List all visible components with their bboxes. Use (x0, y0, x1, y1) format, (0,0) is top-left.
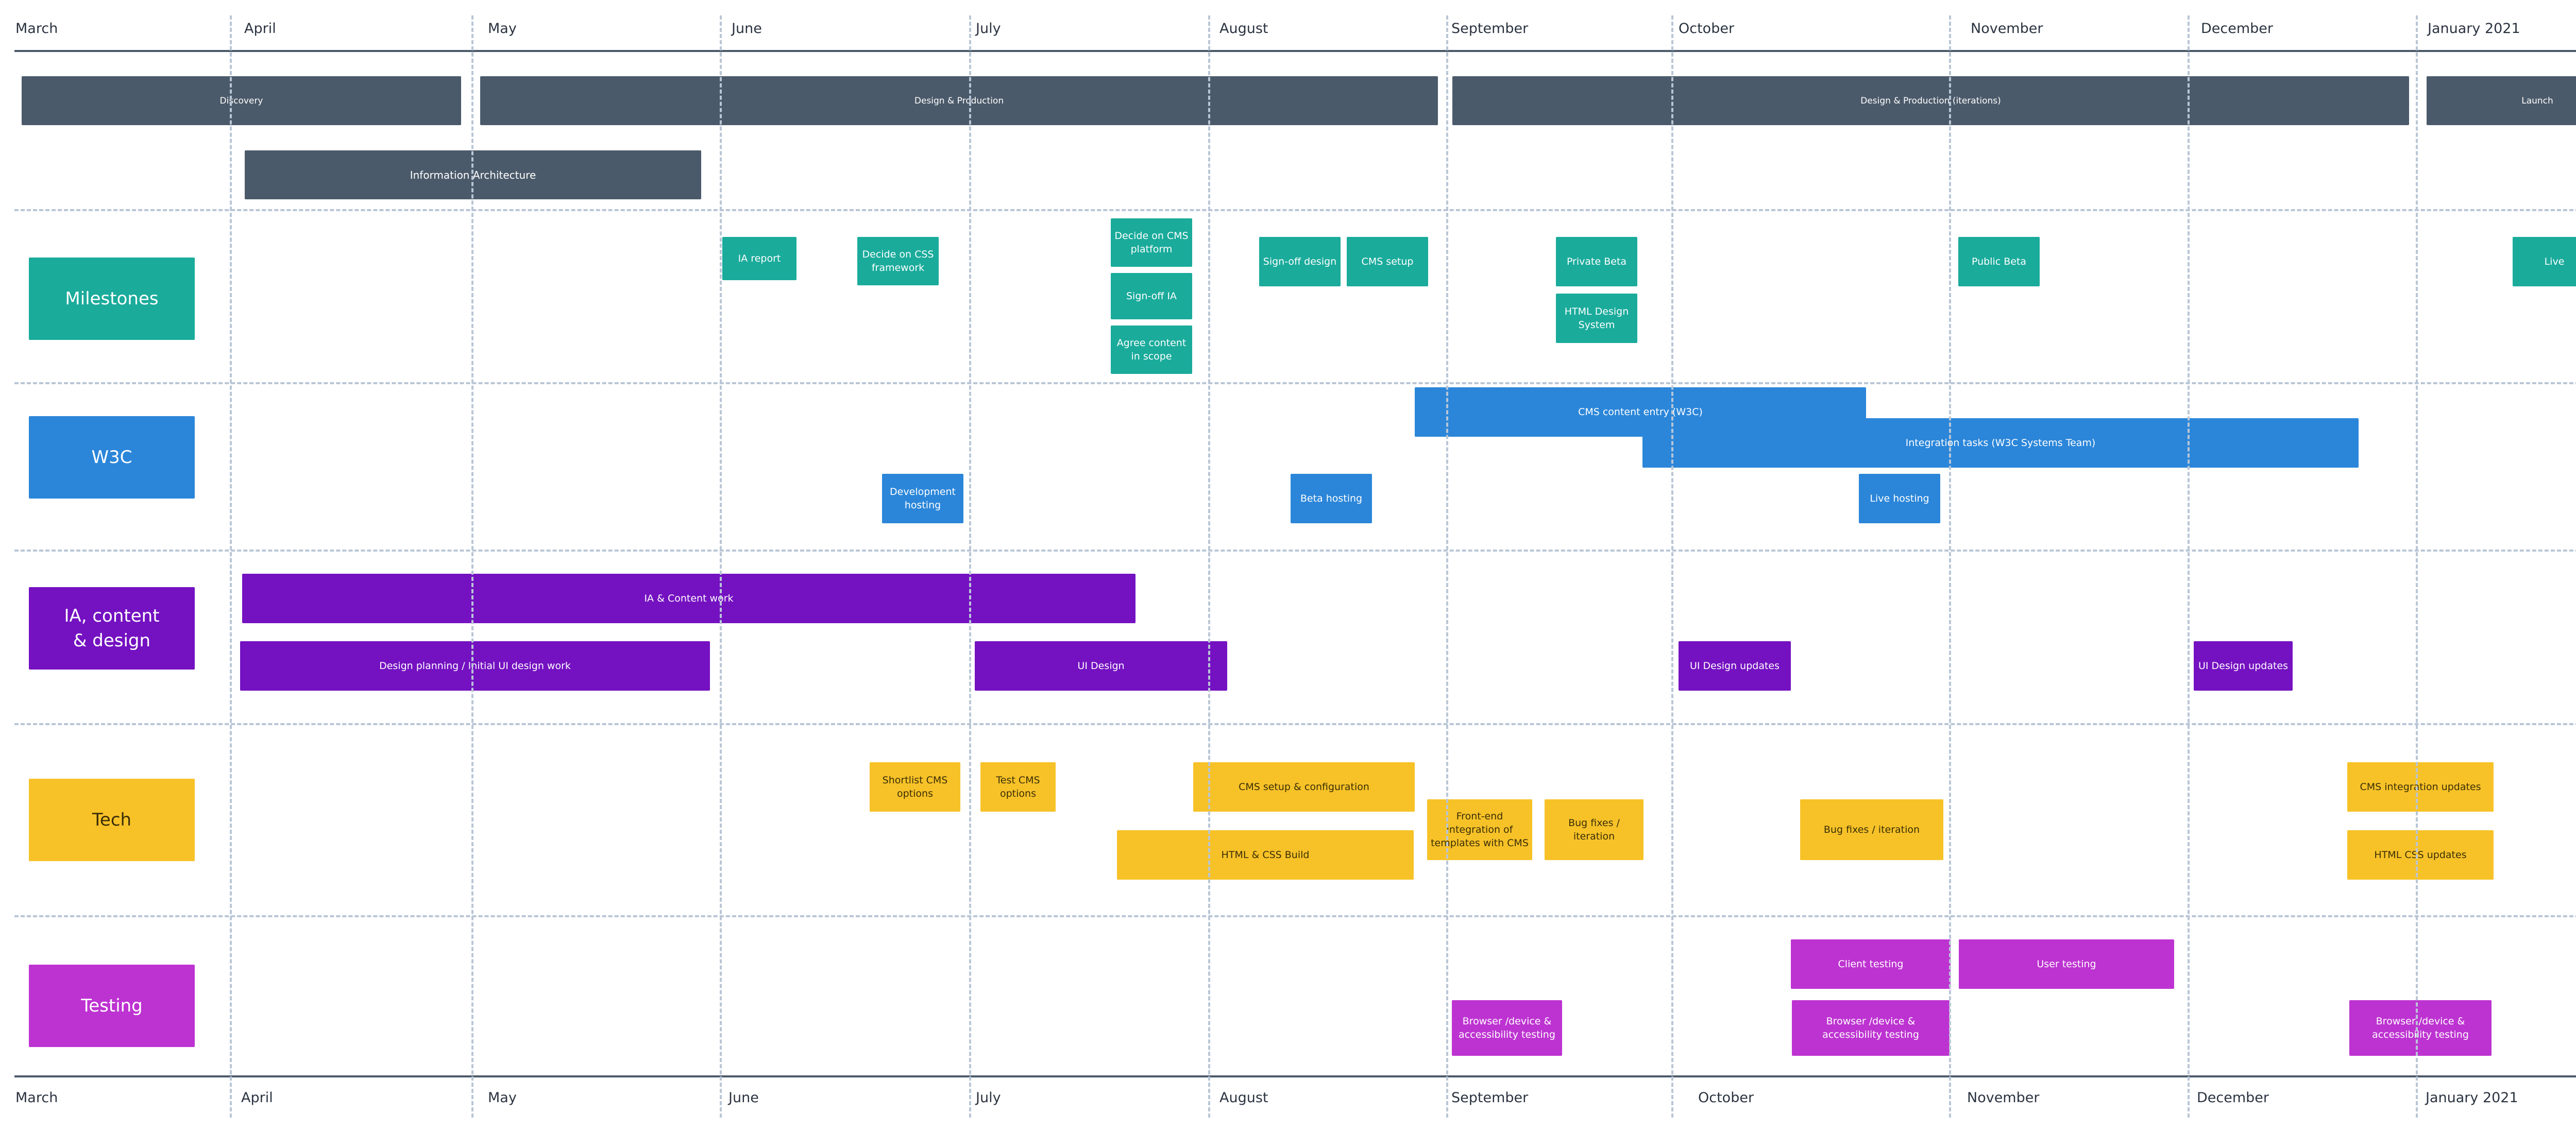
ia-ui-design-updates-oct: UI Design updates (1679, 641, 1791, 691)
lane-divider (14, 915, 2576, 917)
month-gridline (1208, 15, 1210, 1118)
tech-html-css-build-bar: HTML & CSS Build (1117, 830, 1414, 880)
lane-divider (14, 209, 2576, 211)
milestone-cms-setup: CMS setup (1347, 237, 1428, 286)
month-label: May (488, 1090, 517, 1106)
month-gridline (2188, 15, 2190, 1118)
testing-browser-device-oct: Browser /device & accessibility testing (1792, 1000, 1950, 1056)
w3c-development-hosting: Development hosting (882, 474, 963, 523)
tech-cms-integration-updates: CMS integration updates (2347, 762, 2494, 812)
ia-content-work-bar: IA & Content work (242, 574, 1136, 623)
tech-shortlist-cms: Shortlist CMS options (870, 762, 960, 812)
top-rule (14, 50, 2576, 52)
lane-divider (14, 382, 2576, 384)
testing-user-testing-bar: User testing (1959, 939, 2174, 989)
month-label: August (1219, 21, 1268, 37)
month-gridline (2416, 15, 2418, 1118)
tech-cms-setup-configuration-bar: CMS setup & configuration (1193, 762, 1415, 812)
lane-label-ia-content-design: IA, content & design (29, 587, 195, 670)
w3c-live-hosting: Live hosting (1859, 474, 1940, 523)
month-gridline (969, 15, 971, 1118)
month-label: April (241, 1090, 273, 1106)
ia-design-planning-bar: Design planning / Initial UI design work (240, 641, 710, 691)
month-label: September (1451, 1090, 1529, 1106)
month-label: December (2201, 21, 2274, 37)
month-gridline (1671, 15, 1673, 1118)
month-label: December (2197, 1090, 2269, 1106)
bottom-rule (14, 1075, 2576, 1077)
tech-html-css-updates: HTML CSS updates (2347, 830, 2494, 880)
phase-discovery-bar: Discovery (22, 76, 461, 125)
testing-client-testing-bar: Client testing (1791, 939, 1951, 989)
milestone-cms-platform: Decide on CMS platform (1111, 218, 1192, 267)
milestone-signoff-design: Sign-off design (1259, 237, 1341, 286)
month-label: January 2021 (2428, 21, 2520, 37)
phase-information-architecture-bar: Information Architecture (245, 150, 701, 199)
lane-divider (14, 550, 2576, 552)
w3c-beta-hosting: Beta hosting (1291, 474, 1372, 523)
milestone-private-beta: Private Beta (1556, 237, 1637, 286)
month-label: November (1971, 21, 2043, 37)
phase-launch-bar: Launch (2427, 76, 2576, 125)
ia-ui-design-updates-dec: UI Design updates (2194, 641, 2293, 691)
w3c-integration-tasks-bar: Integration tasks (W3C Systems Team) (1642, 418, 2359, 468)
month-gridline (720, 15, 722, 1118)
month-label: August (1219, 1090, 1268, 1106)
phase-design-production-bar: Design & Production (480, 76, 1438, 125)
lane-label-w3c: W3C (29, 416, 195, 499)
milestone-css-framework: Decide on CSS framework (857, 237, 939, 285)
month-gridline (230, 15, 232, 1118)
month-label: April (244, 21, 276, 37)
tech-test-cms: Test CMS options (980, 762, 1056, 812)
lane-label-milestones: Milestones (29, 258, 195, 340)
month-label: March (15, 21, 58, 37)
month-label: September (1451, 21, 1529, 37)
tech-bug-fixes-oct: Bug fixes / iteration (1800, 799, 1943, 860)
tech-frontend-integration: Front-end integration of templates with … (1427, 799, 1532, 860)
milestone-signoff-ia: Sign-off IA (1111, 273, 1192, 319)
month-label: October (1698, 1090, 1754, 1106)
month-label: October (1679, 21, 1735, 37)
tech-bug-fixes-sep: Bug fixes / iteration (1545, 799, 1643, 860)
month-gridline (1446, 15, 1448, 1118)
month-label: November (1967, 1090, 2040, 1106)
phase-design-iterations-bar: Design & Production (iterations) (1452, 76, 2409, 125)
lane-divider (14, 723, 2576, 725)
milestone-html-design-system: HTML Design System (1556, 294, 1637, 343)
milestone-live: Live (2513, 237, 2576, 286)
month-label: June (732, 21, 762, 37)
testing-browser-device-jan: Browser /device & accessibility testing (2349, 1000, 2492, 1056)
month-label: July (976, 21, 1001, 37)
lane-label-testing: Testing (29, 965, 195, 1047)
month-label: July (976, 1090, 1001, 1106)
milestone-agree-content: Agree content in scope (1111, 325, 1192, 374)
lane-label-tech: Tech (29, 779, 195, 861)
month-label: June (728, 1090, 759, 1106)
month-label: May (488, 21, 517, 37)
ia-ui-design-bar: UI Design (975, 641, 1227, 691)
month-label: March (15, 1090, 58, 1106)
milestone-public-beta: Public Beta (1958, 237, 2040, 286)
testing-browser-device-sep: Browser /device & accessibility testing (1452, 1000, 1562, 1056)
milestone-ia-report: IA report (722, 237, 796, 280)
month-label: January 2021 (2426, 1090, 2518, 1106)
